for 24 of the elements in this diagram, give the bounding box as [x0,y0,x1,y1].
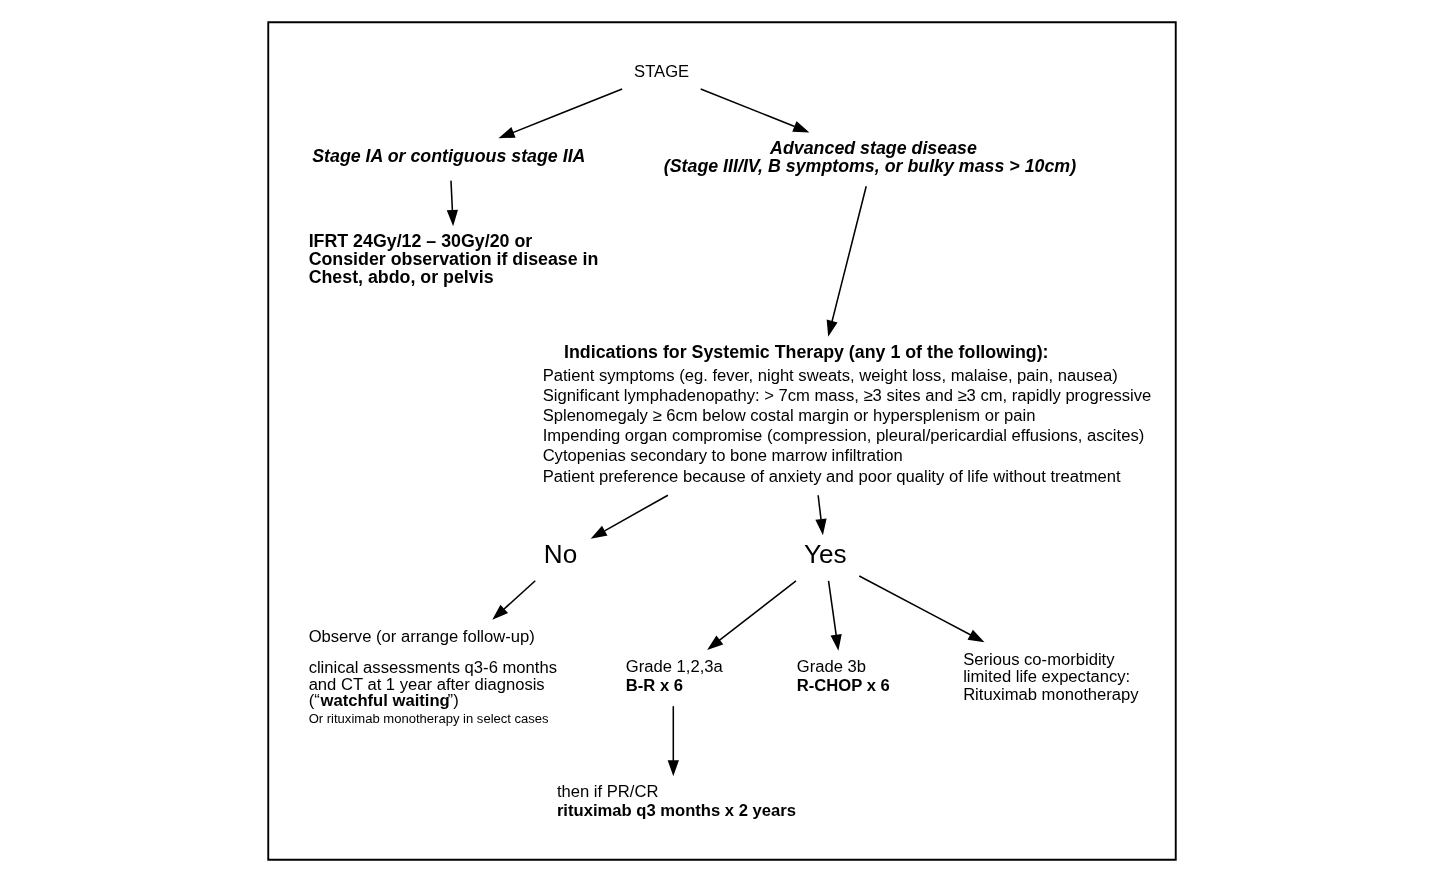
node-text: Stage IA or contiguous stage IIA [312,146,586,167]
node-text: Yes [803,539,847,570]
arrow [667,705,679,777]
arrow [498,88,623,139]
node-text: Observe (or arrange follow-up) clinical assessments q3-6 months and CT at 1 year after diagnosis (“watchful waiting”) Or rituximab monotherapy in select cases [308,626,557,727]
node-text: STAGE [634,62,690,82]
node-text: Indications for Systemic Therapy (any 1 of the following): Patient symptoms (eg. fever, night sweats, weight loss, malaise, pain, nausea) Significant lymphadenopathy: > 7cm mass, ≥3 sites and ≥3 cm, rapidly progressive Splenomegaly ≥ 6cm below costal margin or hypersplenism or pain Impending organ compromise (compression, pleural/pericardial effusions, ascites) Cytopenias secondary to bone marrow infiltration Patient preference because of anxiety and poor quality of life without treatment [542,341,1152,486]
arrow [826,185,867,337]
node-text: Grade 1,2,3a B-R x 6 [625,656,723,695]
arrow [446,179,459,227]
arrow [699,88,810,133]
arrow [815,494,827,536]
node-text: Advanced stage disease (Stage III/IV, B symptoms, or bulky mass > 10cm) [663,138,1077,176]
node-text: Grade 3b R-CHOP x 6 [796,656,890,695]
arrow [707,580,797,650]
cluster [267,21,1177,861]
node-text: Serious co-morbidity limited life expectancy: Rituximab monotherapy [963,649,1139,705]
arrow [827,580,842,651]
arrow [858,575,985,643]
node-text: No [543,539,578,570]
node-text: IFRT 24Gy/12 – 30Gy/20 or Consider observation if disease in Chest, abdo, or pelvis [308,231,599,288]
arrow [590,494,669,539]
arrow [492,580,537,620]
node-text: then if PR/CR rituximab q3 months x 2 years [556,781,796,820]
